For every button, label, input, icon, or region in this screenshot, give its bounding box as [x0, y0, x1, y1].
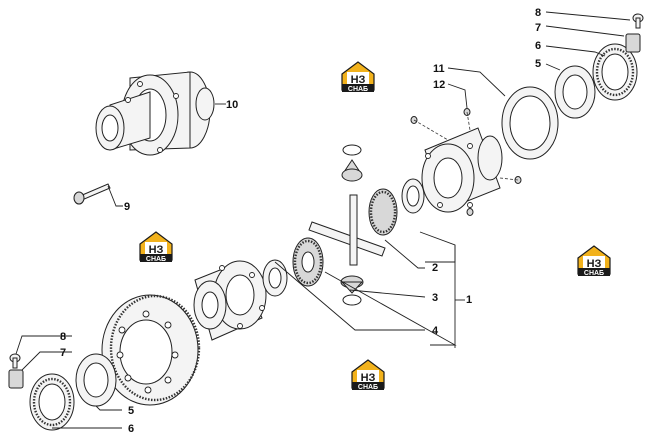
lock-plate-part-7-lower [8, 369, 24, 389]
thrust-washer-part-4 [262, 259, 288, 297]
housing-half-right [421, 127, 503, 213]
callout-7-bottom: 7 [60, 347, 66, 359]
watermark-logo-right: НЗ СНАБ [577, 245, 611, 277]
svg-text:НЗ: НЗ [351, 74, 366, 86]
callout-9: 9 [124, 201, 130, 213]
bearing-part-5-upper [554, 65, 596, 119]
lock-plate-part-7-upper [625, 33, 641, 53]
housing-half-left [193, 260, 267, 341]
callout-labels: 1 2 3 4 5 5 6 6 7 7 8 8 9 10 11 12 [60, 7, 541, 435]
callout-4: 4 [432, 325, 439, 337]
side-gear-left [292, 237, 324, 287]
bolt-part-9 [73, 183, 111, 205]
cross-shaft-part-2 [308, 194, 386, 266]
bearing-cup-part-11 [501, 86, 559, 160]
assembled-differential-part-10 [95, 71, 215, 156]
pinion-gear-upper [341, 144, 363, 182]
leader-lines [15, 11, 631, 429]
callout-8-bottom: 8 [60, 331, 66, 343]
watermark-logo-top: НЗ СНАБ [341, 61, 375, 93]
callout-11: 11 [433, 63, 445, 75]
watermark-logo-left: НЗ СНАБ [139, 231, 173, 263]
callout-6-bottom: 6 [128, 423, 134, 435]
callout-1: 1 [466, 294, 472, 306]
callout-8-top: 8 [535, 7, 541, 19]
callout-2: 2 [432, 262, 438, 274]
callout-5-top: 5 [535, 58, 541, 70]
callout-3: 3 [432, 292, 438, 304]
adjusting-nut-part-6-upper [592, 43, 638, 101]
svg-text:СНАБ: СНАБ [348, 86, 368, 93]
ring-gear [101, 294, 201, 406]
dowel-pins-part-12 [410, 108, 522, 216]
adjusting-nut-part-6-lower [29, 373, 75, 431]
svg-text:СНАБ: СНАБ [146, 256, 166, 263]
callout-12: 12 [433, 79, 445, 91]
svg-text:СНАБ: СНАБ [584, 270, 604, 277]
svg-text:СНАБ: СНАБ [358, 384, 378, 391]
thrust-washer-right [401, 178, 425, 214]
screw-part-8-lower [9, 353, 21, 369]
svg-text:НЗ: НЗ [361, 372, 376, 384]
callout-5-bottom: 5 [128, 405, 134, 417]
callout-6-top: 6 [535, 40, 541, 52]
svg-text:НЗ: НЗ [149, 244, 164, 256]
callout-7-top: 7 [535, 22, 541, 34]
bearing-part-5-lower [75, 353, 117, 407]
screw-part-8-upper [632, 13, 644, 29]
watermark-logo-bottom: НЗ СНАБ [351, 359, 385, 391]
side-gear-right [368, 188, 398, 236]
callout-10: 10 [226, 99, 238, 111]
svg-text:НЗ: НЗ [587, 258, 602, 270]
